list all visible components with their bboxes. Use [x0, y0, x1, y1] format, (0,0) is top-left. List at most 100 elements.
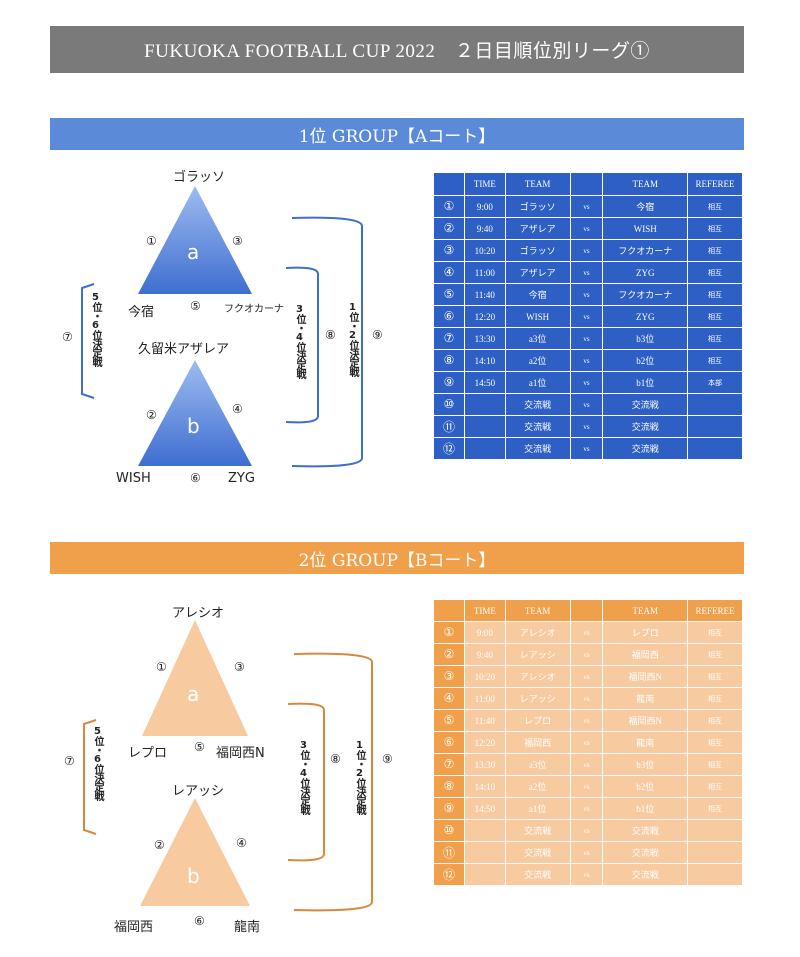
cell-time: 9:40 [464, 644, 505, 665]
match-5-mark: ⑤ [190, 299, 201, 313]
team-a-left: 今宿 [128, 305, 155, 320]
bracket-12 [291, 216, 363, 468]
match-3-mark: ③ [234, 660, 245, 674]
group-a-diagram-shapes [81, 186, 363, 468]
team-a-right: 福岡西N [216, 746, 265, 761]
cell-team: レプロ [603, 622, 688, 643]
cell-ref [688, 864, 742, 885]
bracket-56 [81, 283, 95, 399]
cell-team: フクオカーナ [603, 240, 688, 261]
cell-ref: 相互 [688, 666, 742, 687]
match-3-mark: ③ [232, 234, 243, 248]
group-b-diagram-shapes [83, 620, 373, 912]
cell-no: ⑨ [434, 798, 464, 819]
header-cell: TEAM [603, 173, 688, 195]
match-4-mark: ④ [236, 836, 247, 850]
triangle-b-label: b [187, 414, 200, 438]
cell-time: 10:20 [464, 666, 505, 687]
team-a-right: フクオカーナ [224, 304, 284, 315]
cell-team: アザレア [505, 262, 570, 283]
header-cell: TIME [464, 600, 505, 621]
cell-no: ① [434, 196, 464, 217]
cell-team: レアッシ [505, 644, 570, 665]
triangle-b [140, 798, 250, 906]
header-cell: TEAM [505, 173, 570, 195]
triangle-a [138, 186, 252, 294]
cell-no: ④ [434, 262, 464, 283]
cell-team: b2位 [603, 350, 688, 371]
match-2-mark: ② [154, 838, 165, 852]
cell-ref: 相互 [688, 710, 742, 731]
cell-time [464, 416, 505, 437]
cell-ref: 相互 [688, 262, 742, 283]
triangle-b-label: b [187, 864, 200, 888]
cell-ref: 相互 [688, 776, 742, 797]
cell-time: 11:40 [464, 710, 505, 731]
bracket-34 [287, 702, 325, 862]
cell-no: ⑦ [434, 328, 464, 349]
cell-no: ⑥ [434, 306, 464, 327]
cell-vs: vs [570, 350, 603, 371]
cell-no: ⑤ [434, 284, 464, 305]
cell-time: 13:30 [464, 754, 505, 775]
cell-team: a2位 [505, 776, 570, 797]
cell-vs: vs [570, 372, 603, 393]
match-6-mark: ⑥ [190, 471, 201, 485]
header-cell [434, 173, 464, 195]
cell-team: b3位 [603, 328, 688, 349]
triangle-a-label: a [187, 240, 200, 264]
cell-time: 11:00 [464, 262, 505, 283]
cell-time: 14:10 [464, 776, 505, 797]
cell-team: 福岡西N [603, 666, 688, 687]
cell-team: アレシオ [505, 666, 570, 687]
match-6-mark: ⑥ [194, 914, 205, 928]
cell-no: ⑩ [434, 820, 464, 841]
cell-team: 今宿 [603, 196, 688, 217]
triangle-b [138, 360, 252, 466]
cell-team: a3位 [505, 328, 570, 349]
cell-no: ⑤ [434, 710, 464, 731]
cell-time: 9:40 [464, 218, 505, 239]
cell-team: アレシオ [505, 622, 570, 643]
cell-time: 14:50 [464, 372, 505, 393]
group-a-diagram: ゴラッソ a ① ③ 今宿 ⑤ フクオカーナ 久留米アザレア b ② ④ WIS… [50, 162, 410, 492]
match-4-mark: ④ [232, 402, 243, 416]
cell-team: b3位 [603, 754, 688, 775]
cell-ref: 相互 [688, 754, 742, 775]
team-top: アレシオ [172, 606, 225, 621]
bracket-56 [83, 719, 97, 835]
bracket-12 [293, 652, 373, 912]
cell-ref [688, 438, 742, 459]
match-7-mark: ⑦ [64, 754, 75, 768]
cell-ref: 本部 [688, 372, 742, 393]
match-1-mark: ① [146, 234, 157, 248]
cell-team: レプロ [505, 710, 570, 731]
cell-team: b1位 [603, 798, 688, 819]
cell-vs: vs [570, 710, 603, 731]
cell-team: a3位 [505, 754, 570, 775]
cell-no: ⑩ [434, 394, 464, 415]
cell-team: a1位 [505, 372, 570, 393]
bracket-12-label: 1位・2位決定戦 [354, 740, 365, 814]
bracket-34-label: 3位・4位決定戦 [298, 740, 309, 814]
triangle-a-label: a [187, 682, 200, 706]
cell-time: 10:20 [464, 240, 505, 261]
cell-no: ⑨ [434, 372, 464, 393]
team-b-left: WISH [116, 471, 151, 486]
cell-no: ③ [434, 666, 464, 687]
cell-ref: 相互 [688, 622, 742, 643]
